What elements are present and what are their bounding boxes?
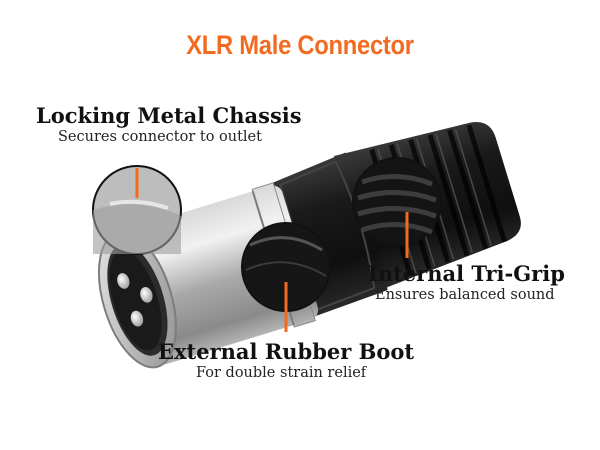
callout-locking-metal-chassis: Locking Metal Chassis Secures connector … [36, 104, 302, 146]
diagram-title: XLR Male Connector [186, 30, 414, 60]
callout-internal-tri-grip: Internal Tri-Grip Ensures balanced sound [368, 262, 565, 304]
zoom-circle-grip [352, 157, 442, 258]
zoom-circle-chassis [92, 165, 182, 255]
callout-subtitle: For double strain relief [196, 365, 367, 381]
callout-subtitle: Ensures balanced sound [375, 287, 555, 303]
callout-external-rubber-boot: External Rubber Boot For double strain r… [158, 340, 414, 382]
callout-heading: Locking Metal Chassis [36, 103, 302, 128]
callout-subtitle: Secures connector to outlet [58, 129, 262, 145]
callout-heading: Internal Tri-Grip [368, 261, 565, 286]
callout-heading: External Rubber Boot [158, 339, 415, 364]
zoom-circle-boot [241, 222, 331, 332]
